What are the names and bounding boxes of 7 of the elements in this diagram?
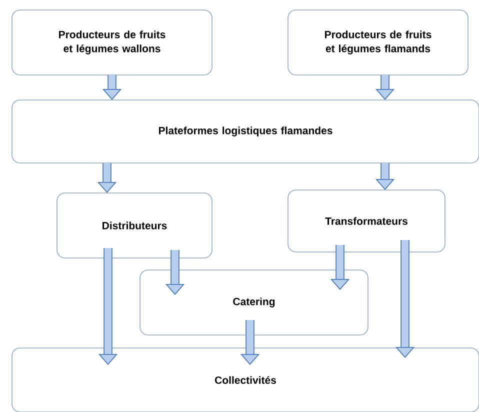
process-box: Producteurs de fruits et légumes flamands	[288, 10, 468, 76]
process-box: Plateformes logistiques flamandes	[12, 100, 479, 164]
process-box: Producteurs de fruits et légumes wallons	[12, 10, 212, 76]
process-box: Catering	[140, 270, 368, 336]
process-box: Collectivités	[12, 348, 479, 412]
process-box: Transformateurs	[288, 190, 446, 252]
process-box: Distributeurs	[56, 192, 212, 258]
